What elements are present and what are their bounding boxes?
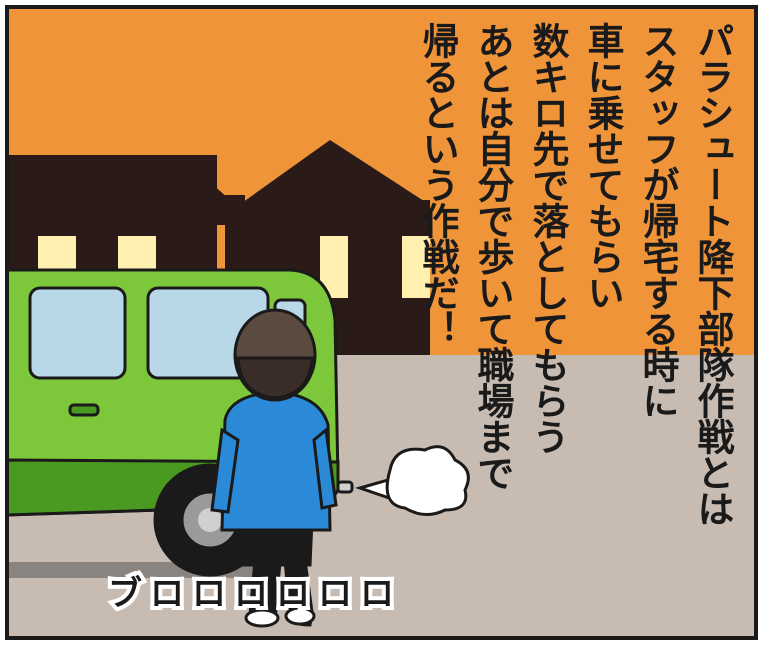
narration-text: パラシュート降下部隊作戦とは スタッフが帰宅する時に 車に乗せてもらい 数キロ先… xyxy=(410,22,740,526)
exhaust-cloud-icon xyxy=(354,445,470,516)
narration-line-5: あとは自分で歩いて職場まで xyxy=(471,22,514,490)
narration-line-6: 帰るという作戦だ！ xyxy=(416,22,459,346)
person-illustration xyxy=(210,308,338,628)
sound-effect-text: ブロロロロロロ xyxy=(104,570,402,618)
narration-line-3: 車に乗せてもらい xyxy=(581,22,624,310)
narration-line-1: パラシュート降下部隊作戦とは xyxy=(691,22,734,526)
panel-border xyxy=(5,5,758,640)
narration-line-2: スタッフが帰宅する時に xyxy=(636,22,679,418)
narration-line-4: 数キロ先で落としてもらう xyxy=(526,22,569,454)
